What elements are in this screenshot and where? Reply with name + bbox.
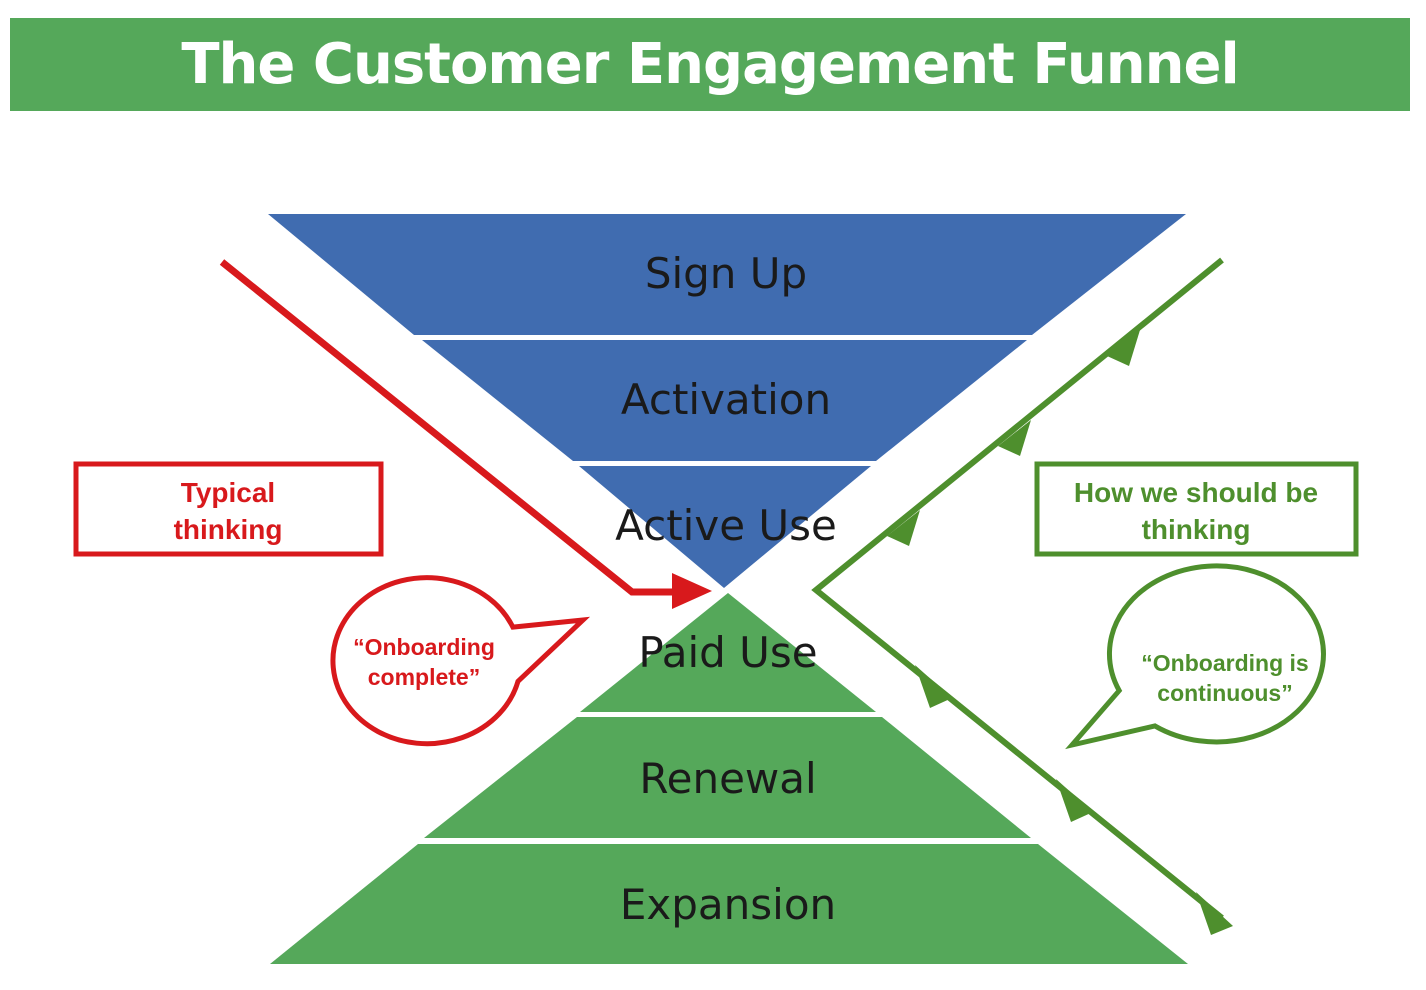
arrowhead-green-3 [887,510,920,546]
stage-label-activation: Activation [621,375,831,424]
page-title: The Customer Engagement Funnel [181,32,1239,97]
stage-label-renewal: Renewal [639,754,816,803]
stage-label-expansion: Expansion [620,880,836,929]
typical-path-arrow [219,259,712,609]
onboarding-continuous-line1: “Onboarding is [1141,650,1308,676]
typical-thinking-box: Typical thinking [73,461,384,557]
stage-sign-up-shape [268,214,1186,335]
should-be-thinking-line1: How we should be [1074,477,1318,508]
onboarding-complete-bubble: “Onboarding complete” [330,575,591,747]
arrowhead-green-6 [1196,892,1233,935]
funnel-top [268,214,1186,588]
stage-expansion-shape [270,844,1188,964]
title-banner: The Customer Engagement Funnel [10,18,1410,111]
stage-label-paid-use: Paid Use [638,628,817,677]
typical-thinking-line1: Typical [181,477,275,508]
typical-thinking-line2: thinking [174,514,283,545]
arrowhead-green-2 [998,420,1031,456]
onboarding-continuous-bubble: “Onboarding is continuous” [1065,563,1326,750]
onboarding-complete-line1: “Onboarding [353,634,495,660]
stage-label-sign-up: Sign Up [645,249,807,298]
stage-paid-use-shape [580,593,876,712]
onboarding-complete-line2: complete” [368,664,480,690]
funnel-bottom [270,593,1188,964]
should-be-thinking-line2: thinking [1142,514,1251,545]
arrowhead-green-4 [915,665,952,708]
stage-label-active-use: Active Use [615,501,837,550]
stage-renewal-shape [424,717,1031,838]
should-be-thinking-box: How we should be thinking [1034,461,1359,557]
arrowhead-red [672,573,712,609]
stage-active-use-shape [579,466,871,588]
arrowhead-green-5 [1056,779,1093,822]
arrowhead-green-1 [1107,330,1140,366]
stage-activation-shape [422,340,1027,461]
continuous-path-arrow [811,257,1233,935]
onboarding-continuous-line2: continuous” [1157,680,1292,706]
